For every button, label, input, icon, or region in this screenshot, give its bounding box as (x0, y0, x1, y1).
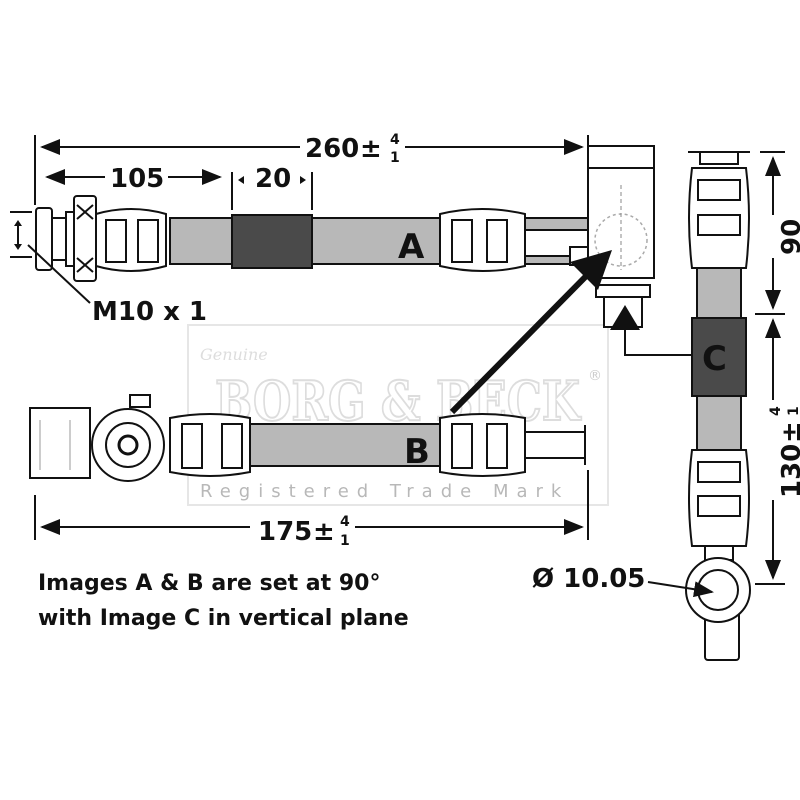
watermark-script: Genuine (200, 345, 268, 364)
hose-b: B (29, 394, 586, 482)
eye-diameter: Ø 10.05 (532, 564, 645, 594)
dim-130-sign: ± (777, 421, 800, 443)
caption-line-2: with Image C in vertical plane (38, 606, 409, 631)
view-arrow-head (570, 250, 612, 290)
dimension-90: 90 (760, 151, 800, 310)
dim-260-tol-upper: 4 (390, 132, 400, 148)
watermark-tagline: Registered Trade Mark (200, 481, 569, 502)
caption-line-1: Images A & B are set at 90° (38, 571, 380, 596)
dim-260-sign: ± (360, 134, 382, 164)
dim-175-tol-lower: 1 (340, 533, 350, 549)
dim-90-value: 90 (777, 219, 800, 255)
dim-175-sign: ± (313, 517, 335, 547)
dim-260-tol-lower: 1 (390, 150, 400, 166)
dimension-260: 260 ± 4 1 (34, 132, 589, 205)
thread-callout: M10 x 1 (10, 211, 207, 327)
dim-20-value: 20 (255, 164, 291, 194)
label-b: B (404, 432, 430, 472)
dimension-130: 130 ± 4 1 (755, 313, 800, 585)
dimension-175: 175 ± 4 1 (34, 470, 589, 549)
dimension-20: 20 (231, 164, 313, 210)
dim-130-tol-lower: 1 (786, 406, 800, 416)
dimension-105: 105 (45, 164, 222, 194)
hose-c: C (610, 151, 751, 661)
watermark-registered: ® (588, 368, 602, 384)
dim-260-value: 260 (305, 134, 359, 164)
watermark: Genuine BORG & BECK ® (187, 324, 609, 506)
dim-130-value: 130 (777, 444, 800, 498)
dim-175-tol-upper: 4 (340, 514, 350, 530)
dim-130-tol-upper: 4 (768, 406, 784, 416)
eye-diameter-callout: Ø 10.05 (532, 564, 714, 598)
thread-size: M10 x 1 (92, 297, 207, 327)
dim-105-value: 105 (110, 164, 164, 194)
label-c: C (702, 339, 727, 379)
label-a: A (398, 227, 425, 267)
dim-175-value: 175 (258, 517, 312, 547)
